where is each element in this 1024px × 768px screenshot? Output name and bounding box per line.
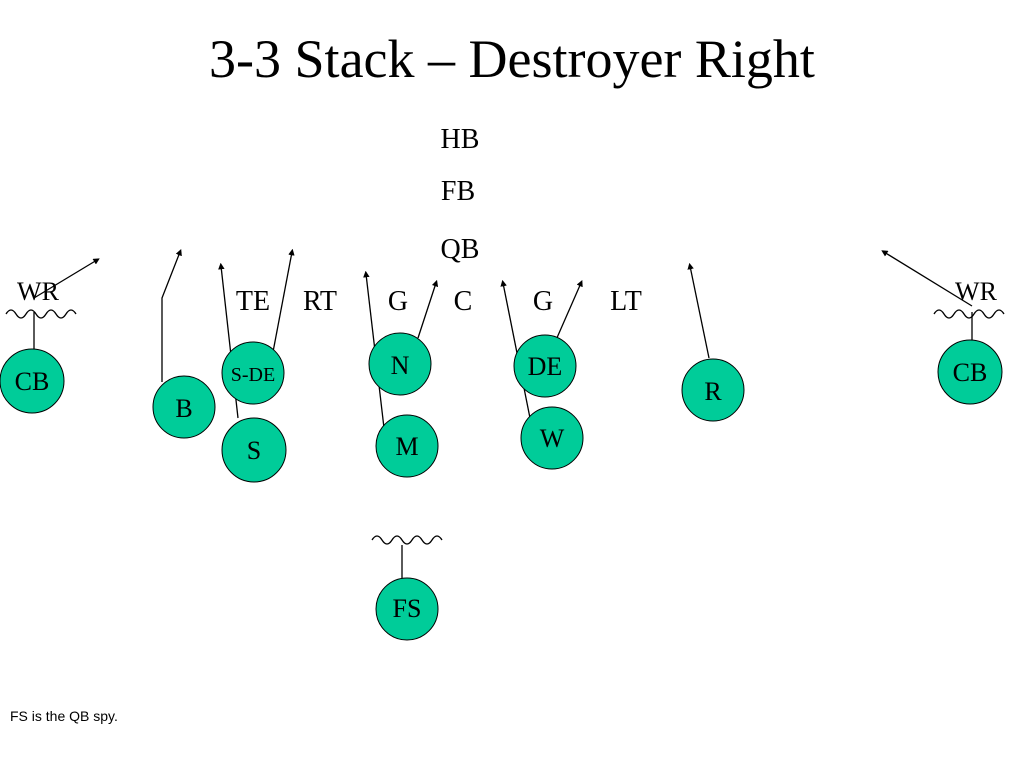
- wiggle-right-wr: [933, 309, 1005, 319]
- slide-title: 3-3 Stack – Destroyer Right: [209, 29, 815, 89]
- offense-wr-left-label: WR: [17, 277, 60, 306]
- offense-hb-label: HB: [441, 124, 480, 155]
- defender-de: DE: [513, 334, 577, 398]
- wr-right-route-arrow: [881, 250, 973, 307]
- offense-wr-right-label: WR: [955, 277, 998, 306]
- defender-cb-right: CB: [937, 339, 1003, 405]
- defender-b: B: [152, 375, 216, 439]
- offense-te-label: TE: [236, 286, 270, 317]
- defender-fs: FS: [375, 577, 439, 641]
- offense-qb-label: QB: [441, 234, 480, 265]
- defender-b-label: B: [175, 394, 192, 423]
- defenders: CB B S-DE S N M DE W: [0, 332, 1003, 641]
- offense-fb-label: FB: [441, 176, 475, 207]
- n-rush-arrow: [417, 279, 439, 339]
- defender-cb-left-label: CB: [15, 367, 50, 396]
- defender-s: S: [221, 417, 287, 483]
- footnote: FS is the QB spy.: [10, 708, 118, 724]
- defender-s-de-label: S-DE: [231, 364, 275, 386]
- offense-rg-label: G: [388, 286, 408, 317]
- defender-w: W: [520, 406, 584, 470]
- coverage-wiggles: [5, 309, 1005, 545]
- defender-fs-label: FS: [393, 594, 422, 623]
- defender-cb-right-label: CB: [953, 358, 988, 387]
- sde-rush-arrow: [272, 248, 295, 353]
- defender-r: R: [681, 358, 745, 422]
- defender-n-label: N: [391, 351, 410, 380]
- offense-lg-label: G: [533, 286, 553, 317]
- r-rush-arrow: [687, 262, 710, 359]
- assignment-lines: [33, 248, 973, 578]
- defender-s-de: S-DE: [221, 341, 285, 405]
- defender-cb-left: CB: [0, 348, 65, 414]
- defender-r-label: R: [704, 377, 722, 406]
- defender-w-label: W: [540, 424, 565, 453]
- w-rush-arrow: [500, 279, 531, 419]
- b-rush-arrow: [161, 248, 182, 382]
- wiggle-fs: [371, 535, 443, 545]
- defender-de-label: DE: [528, 352, 563, 381]
- offense-c-label: C: [454, 286, 473, 317]
- de-rush-arrow: [555, 280, 583, 341]
- offense-lt-label: LT: [610, 286, 642, 317]
- defender-n: N: [368, 332, 432, 396]
- defender-m-label: M: [395, 432, 418, 461]
- defender-m: M: [375, 414, 439, 478]
- wiggle-left-wr: [5, 309, 77, 319]
- defender-s-label: S: [247, 436, 261, 465]
- offense-rt-label: RT: [303, 286, 337, 317]
- wr-left-route-arrow: [33, 258, 100, 299]
